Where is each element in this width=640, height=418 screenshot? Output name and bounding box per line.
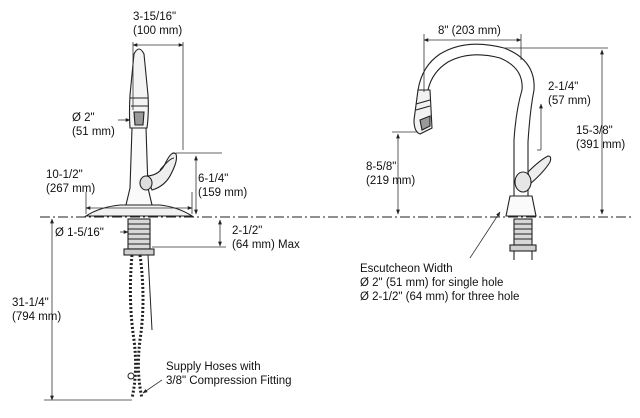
side-view-dimensions [392, 34, 608, 259]
escutcheon-label: Escutcheon Width Ø 2" (51 mm) for single… [360, 262, 519, 304]
supply-note-label: Supply Hoses with 3/8" Compression Fitti… [166, 360, 292, 388]
spout-height-inches: 8-5/8" [366, 161, 397, 173]
handle-height-mm: (159 mm) [198, 187, 248, 199]
reach-label: 8" (203 mm) [438, 24, 501, 38]
spout-height-mm: (219 mm) [366, 175, 416, 187]
spray-diameter-mm: (51 mm) [72, 126, 115, 138]
reach-value: 8" (203 mm) [438, 25, 501, 37]
front-view-dimensions [44, 42, 226, 401]
top-width-mm: (100 mm) [133, 25, 183, 37]
escutcheon-title: Escutcheon Width [360, 263, 453, 275]
escutcheon-three-hole: Ø 2-1/2" (64 mm) for three hole [360, 291, 520, 303]
max-thickness-mm: (64 mm) Max [232, 239, 300, 251]
max-thickness-label: 2-1/2" (64 mm) Max [232, 224, 300, 252]
shank-diameter-inches: Ø 1-5/16" [55, 227, 104, 239]
spout-height-label: 8-5/8" (219 mm) [366, 160, 415, 188]
hose-length-label: 31-1/4" (794 mm) [12, 296, 61, 324]
overall-height-label: 15-3/8" (391 mm) [576, 124, 625, 152]
spray-diameter-label: Ø 2" (51 mm) [72, 111, 115, 139]
handle-offset-inches: 2-1/4" [548, 81, 579, 93]
top-width-inches: 3-15/16" [133, 11, 177, 23]
max-thickness-inches: 2-1/2" [232, 225, 263, 237]
front-view-faucet [84, 48, 194, 256]
supply-note-line2: 3/8" Compression Fitting [166, 375, 292, 387]
deck-width-inches: 10-1/2" [46, 169, 83, 181]
deck-width-mm: (267 mm) [46, 183, 96, 195]
overall-height-inches: 15-3/8" [576, 125, 613, 137]
shank-diameter-label: Ø 1-5/16" [55, 226, 104, 240]
top-width-label: 3-15/16" (100 mm) [133, 10, 182, 38]
hose-length-inches: 31-1/4" [12, 297, 49, 309]
supply-note-line1: Supply Hoses with [166, 361, 261, 373]
deck-width-label: 10-1/2" (267 mm) [46, 168, 95, 196]
handle-height-label: 6-1/4" (159 mm) [198, 172, 247, 200]
overall-height-mm: (391 mm) [576, 139, 626, 151]
handle-offset-mm: (57 mm) [548, 95, 591, 107]
handle-height-inches: 6-1/4" [198, 173, 229, 185]
handle-offset-label: 2-1/4" (57 mm) [548, 80, 591, 108]
side-view-faucet [413, 43, 552, 260]
spray-diameter-inches: Ø 2" [72, 112, 95, 124]
supply-hoses [127, 254, 153, 399]
hose-length-mm: (794 mm) [12, 311, 62, 323]
escutcheon-single-hole: Ø 2" (51 mm) for single hole [360, 277, 504, 289]
